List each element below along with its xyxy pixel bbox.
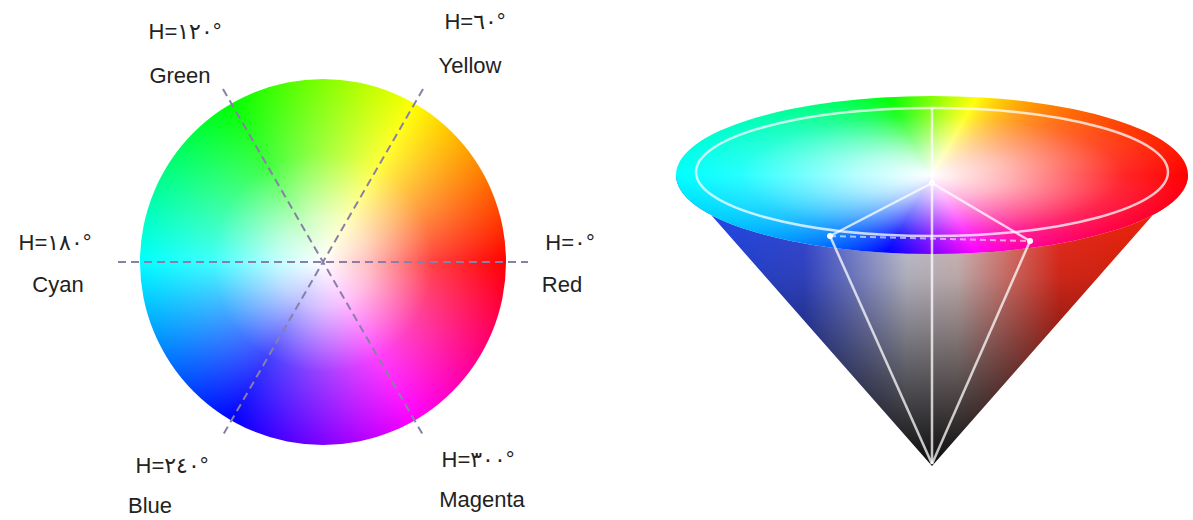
hue-angle: H=١٨٠° <box>18 231 91 255</box>
color-name: Red <box>542 273 582 297</box>
hue-angle: H=٣٠٠° <box>441 448 514 472</box>
color-name: Cyan <box>32 273 83 297</box>
color-name: Green <box>149 64 210 88</box>
color-name: Yellow <box>439 54 502 78</box>
hue-angle: H=٠° <box>545 231 594 255</box>
hue-angle: H=١٢٠° <box>148 20 221 44</box>
color-name: Magenta <box>439 488 525 512</box>
hue-angle: H=٢٤٠° <box>135 454 208 478</box>
hue-angle: H=٦٠° <box>444 10 505 34</box>
color-name: Blue <box>128 494 172 518</box>
